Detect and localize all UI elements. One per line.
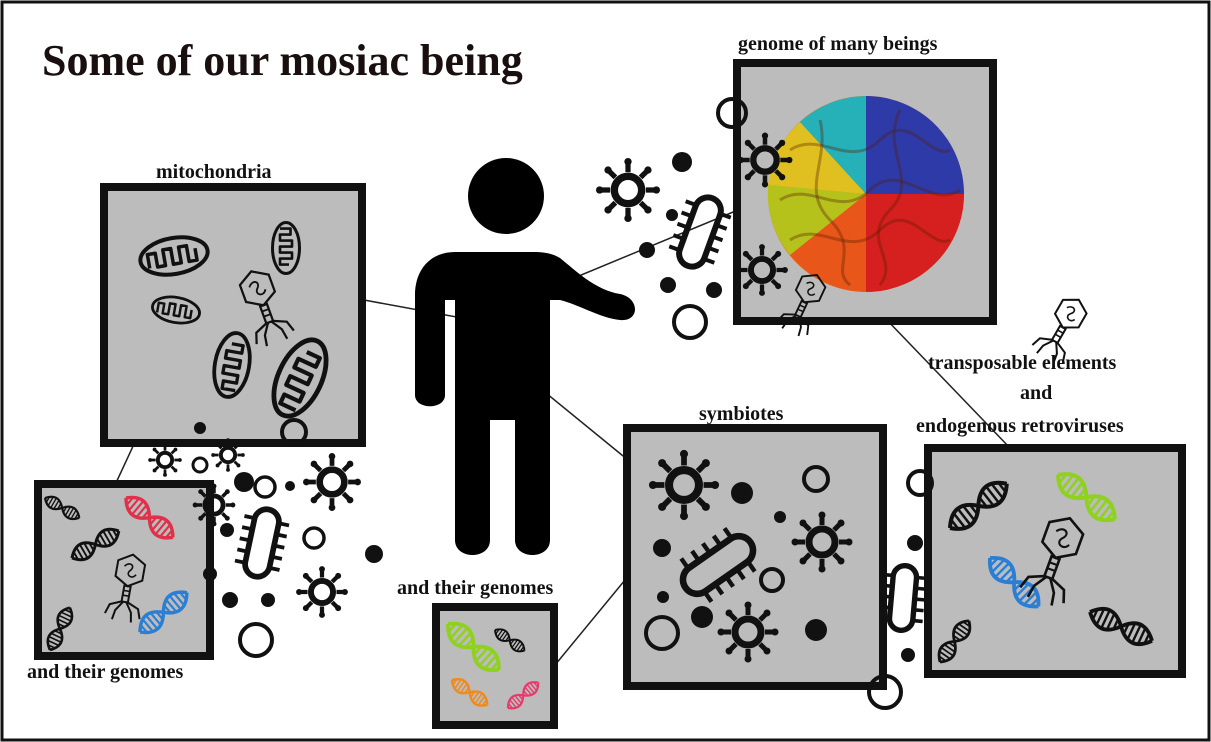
mitochondria-panel [104, 187, 362, 443]
bacterium-icon [665, 190, 735, 274]
virus-icon [596, 158, 660, 222]
diagram-title: Some of our mosiac being [42, 36, 523, 85]
transposable-label-line3: endogenous retroviruses [916, 415, 1124, 437]
left-genomes-panel [38, 484, 210, 656]
transposable-label-line2: and [1020, 382, 1052, 404]
symbiotes-panel [627, 428, 883, 686]
virus-icon [296, 566, 348, 618]
transposable-label-line1: transposable elements [928, 352, 1117, 374]
person-icon [415, 158, 635, 555]
transposable-panel [928, 448, 1182, 674]
genome-label: genome of many beings [738, 33, 938, 55]
bacterium-icon [233, 505, 292, 581]
virus-icon [148, 443, 182, 477]
genome-panel [737, 63, 993, 339]
virus-icon [303, 453, 361, 511]
virus-icon [211, 438, 245, 472]
left-genomes-label: and their genomes [27, 661, 184, 683]
center-genomes-panel [436, 607, 554, 725]
symbiotes-label: symbiotes [699, 403, 784, 425]
chromatin-ball-icon [768, 96, 964, 292]
center-genomes-label: and their genomes [397, 577, 554, 599]
mitochondria-label: mitochondria [156, 161, 272, 183]
